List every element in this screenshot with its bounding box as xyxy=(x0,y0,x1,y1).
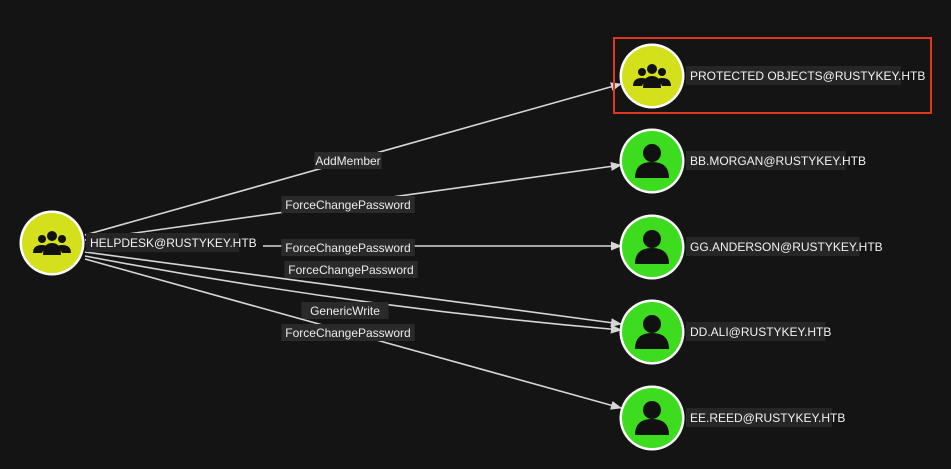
edge-label: ForceChangePassword xyxy=(288,263,413,277)
node-label-background xyxy=(686,322,826,341)
edge[interactable]: ForceChangePassword xyxy=(84,161,623,241)
edge[interactable]: ForceChangePassword xyxy=(263,239,623,256)
edge[interactable]: GenericWrite xyxy=(84,255,623,334)
edge-label: ForceChangePassword xyxy=(285,326,410,340)
node-label-background xyxy=(686,237,860,256)
node-bbmorgan[interactable]: BB.MORGAN@RUSTYKEY.HTB xyxy=(619,128,867,194)
node-label-background xyxy=(686,66,901,85)
edge-label-background xyxy=(281,239,415,256)
edge-label-background xyxy=(284,261,418,278)
node-ddali[interactable]: DD.ALI@RUSTYKEY.HTB xyxy=(619,299,832,365)
node-label: PROTECTED OBJECTS@RUSTYKEY.HTB xyxy=(690,69,925,83)
node-label: HELPDESK@RUSTYKEY.HTB xyxy=(90,236,257,250)
node-label-background xyxy=(686,408,832,427)
node-helpdesk[interactable]: HELPDESK@RUSTYKEY.HTB xyxy=(19,210,257,276)
edge-label: ForceChangePassword xyxy=(285,241,410,255)
edge-label-background xyxy=(314,152,382,169)
edge-label: ForceChangePassword xyxy=(285,198,410,212)
edge-line xyxy=(84,255,623,334)
node-label-background xyxy=(86,233,239,252)
edges-layer: AddMemberForceChangePasswordForceChangeP… xyxy=(84,82,623,410)
node-protected[interactable]: PROTECTED OBJECTS@RUSTYKEY.HTB xyxy=(613,37,932,114)
edge-label: AddMember xyxy=(315,154,380,168)
node-label-background xyxy=(686,151,846,170)
node-gganderson[interactable]: GG.ANDERSON@RUSTYKEY.HTB xyxy=(619,214,883,280)
edge[interactable]: ForceChangePassword xyxy=(84,258,623,410)
node-label: DD.ALI@RUSTYKEY.HTB xyxy=(690,325,831,339)
node-eereed[interactable]: EE.REED@RUSTYKEY.HTB xyxy=(619,385,846,451)
node-label: BB.MORGAN@RUSTYKEY.HTB xyxy=(690,154,866,168)
node-label: GG.ANDERSON@RUSTYKEY.HTB xyxy=(690,240,883,254)
edge-label: GenericWrite xyxy=(310,304,380,318)
edge-line xyxy=(84,251,623,328)
edge[interactable]: AddMember xyxy=(84,82,623,236)
edge-label-background xyxy=(281,324,415,341)
edge-label-background xyxy=(301,302,389,319)
highlight-box xyxy=(613,37,932,114)
edge[interactable]: ForceChangePassword xyxy=(84,251,623,328)
edge-label-background xyxy=(281,196,415,213)
nodes-layer: HELPDESK@RUSTYKEY.HTB PROTECTED OBJECTS@R… xyxy=(19,37,932,451)
node-label: EE.REED@RUSTYKEY.HTB xyxy=(690,411,845,425)
